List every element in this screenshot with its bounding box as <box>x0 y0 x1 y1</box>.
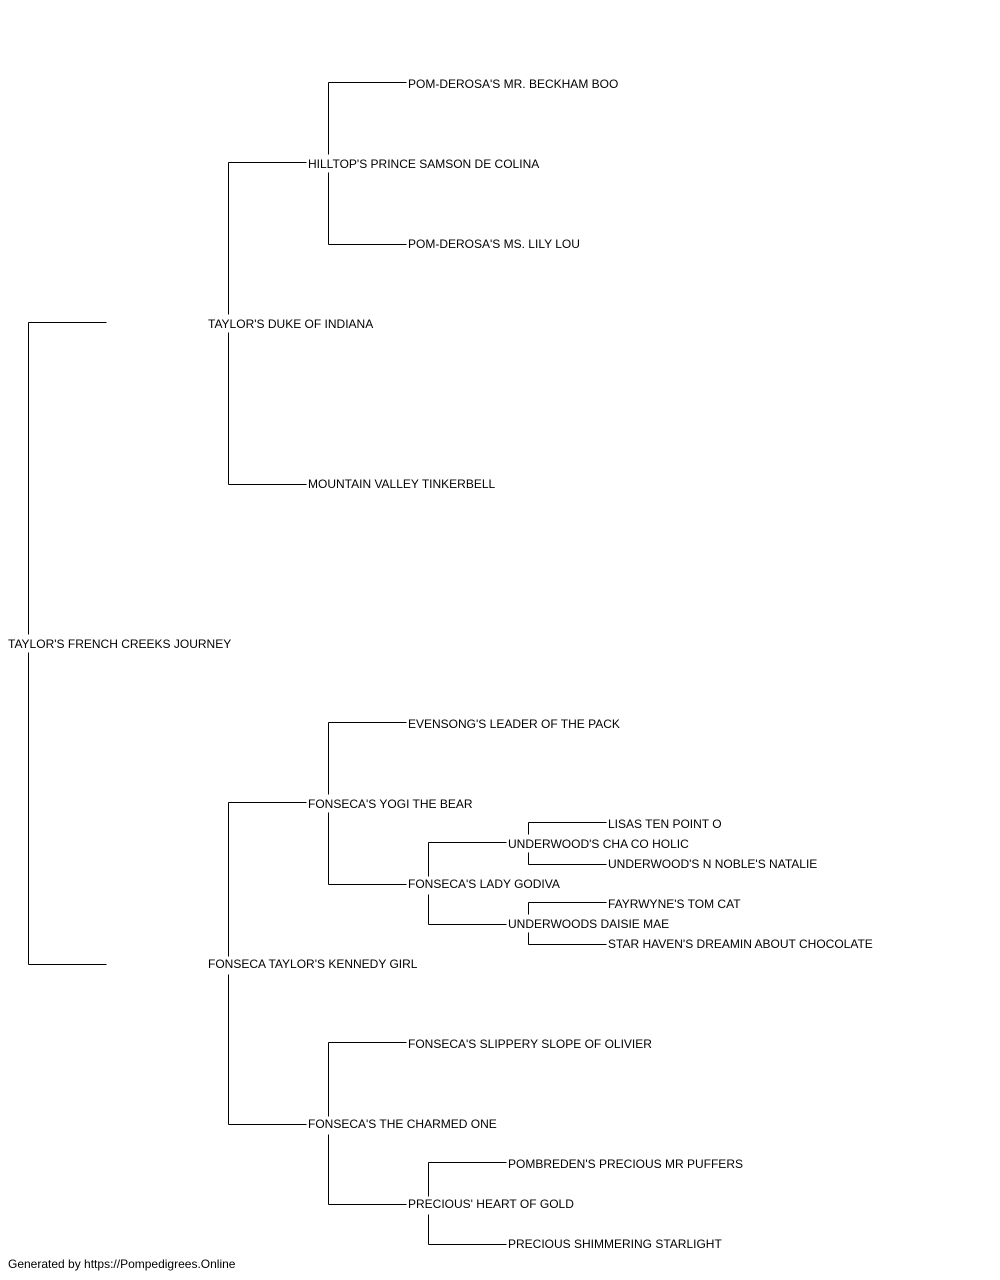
ancestor-ssd-name: POM-DEROSA'S MS. LILY LOU <box>408 237 580 251</box>
paternal-granddam-name: MOUNTAIN VALLEY TINKERBELL <box>308 477 495 491</box>
ancestor-dsddd-name: STAR HAVEN'S DREAMIN ABOUT CHOCOLATE <box>608 937 873 951</box>
ancestor-ddd-name: PRECIOUS' HEART OF GOLD <box>408 1197 574 1211</box>
subject-name: TAYLOR'S FRENCH CREEKS JOURNEY <box>8 637 231 651</box>
dam-name: FONSECA TAYLOR'S KENNEDY GIRL <box>208 957 418 971</box>
ancestor-dsdds-name: FAYRWYNE'S TOM CAT <box>608 897 741 911</box>
ancestor-dsdd-name: UNDERWOODS DAISIE MAE <box>508 917 669 931</box>
ancestor-dsdsd-name: UNDERWOOD'S N NOBLE'S NATALIE <box>608 857 817 871</box>
pedigree-connectors <box>28 82 607 1245</box>
paternal-grandsire-name: HILLTOP'S PRINCE SAMSON DE COLINA <box>308 157 539 171</box>
ancestor-dsds-name: UNDERWOOD'S CHA CO HOLIC <box>508 837 689 851</box>
ancestor-dds-name: FONSECA'S SLIPPERY SLOPE OF OLIVIER <box>408 1037 652 1051</box>
ancestor-dss-name: EVENSONG'S LEADER OF THE PACK <box>408 717 620 731</box>
maternal-granddam-name: FONSECA'S THE CHARMED ONE <box>308 1117 497 1131</box>
ancestor-ddds-name: POMBREDEN'S PRECIOUS MR PUFFERS <box>508 1157 743 1171</box>
maternal-grandsire-name: FONSECA'S YOGI THE BEAR <box>308 797 473 811</box>
ancestor-sss-name: POM-DEROSA'S MR. BECKHAM BOO <box>408 77 618 91</box>
ancestor-dsdss-name: LISAS TEN POINT O <box>608 817 722 831</box>
ancestor-dddd-name: PRECIOUS SHIMMERING STARLIGHT <box>508 1237 722 1251</box>
generated-by-footer: Generated by https://Pompedigrees.Online <box>8 1257 236 1271</box>
sire-name: TAYLOR'S DUKE OF INDIANA <box>208 317 373 331</box>
ancestor-dsd-name: FONSECA'S LADY GODIVA <box>408 877 560 891</box>
